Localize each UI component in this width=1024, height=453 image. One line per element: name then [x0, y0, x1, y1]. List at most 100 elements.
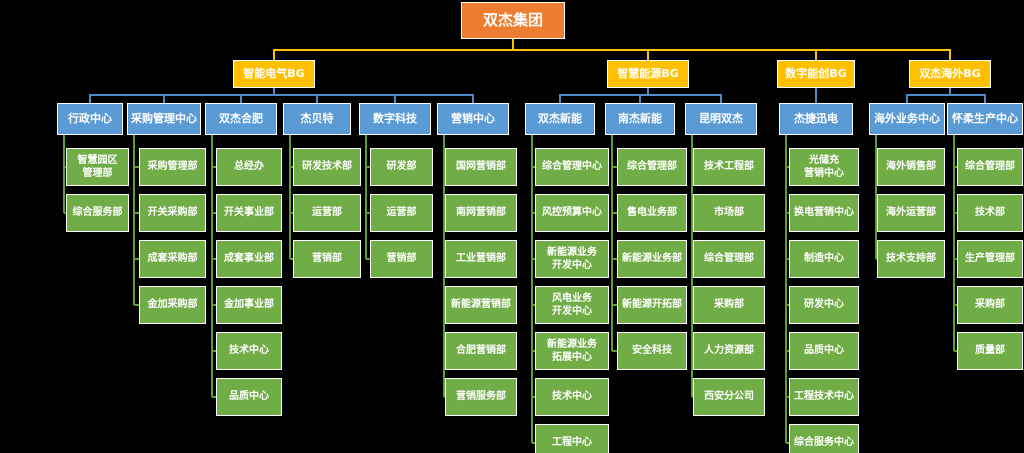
leaf-node-6-2[interactable]: 新能源业务开发中心 — [535, 240, 609, 278]
leaf-label-line2: 开发中心 — [552, 306, 592, 317]
department-node-11[interactable]: 怀柔生产中心 — [947, 103, 1023, 135]
leaf-node-11-2[interactable]: 生产管理部 — [957, 240, 1023, 278]
leaf-node-9-0[interactable]: 光储充营销中心 — [789, 148, 859, 186]
leaf-stub-2-2 — [212, 258, 216, 260]
leaf-stub-7-1 — [612, 212, 617, 214]
leaf-node-5-1[interactable]: 南网营销部 — [445, 194, 517, 232]
leaf-node-11-1[interactable]: 技术部 — [957, 194, 1023, 232]
leaf-node-7-2[interactable]: 新能源业务部 — [617, 240, 687, 278]
leaf-node-5-2[interactable]: 工业营销部 — [445, 240, 517, 278]
leaf-node-3-1[interactable]: 运营部 — [293, 194, 361, 232]
leaf-node-9-2[interactable]: 制造中心 — [789, 240, 859, 278]
leaf-spine-0 — [63, 135, 65, 213]
leaf-node-11-4[interactable]: 质量部 — [957, 332, 1023, 370]
leaf-node-5-3[interactable]: 新能源营销部 — [445, 286, 517, 324]
leaf-node-6-5[interactable]: 技术中心 — [535, 378, 609, 416]
department-node-2[interactable]: 双杰合肥 — [205, 103, 277, 135]
leaf-spine-6 — [531, 135, 533, 443]
leaf-node-1-0[interactable]: 采购管理部 — [139, 148, 206, 186]
business-group-node-2[interactable]: 数字能创BG — [777, 60, 855, 88]
leaf-spine-1 — [133, 135, 135, 305]
leaf-node-2-4[interactable]: 技术中心 — [216, 332, 282, 370]
dept-drop-connector-0-2 — [240, 94, 242, 103]
leaf-stub-6-3 — [532, 304, 535, 306]
leaf-node-4-2[interactable]: 营销部 — [370, 240, 433, 278]
leaf-stub-4-2 — [366, 258, 370, 260]
leaf-node-6-0[interactable]: 综合管理中心 — [535, 148, 609, 186]
leaf-node-1-3[interactable]: 金加采购部 — [139, 286, 206, 324]
leaf-node-8-4[interactable]: 人力资源部 — [693, 332, 765, 370]
leaf-node-2-0[interactable]: 总经办 — [216, 148, 282, 186]
leaf-spine-4 — [365, 135, 367, 259]
leaf-stub-6-0 — [532, 166, 535, 168]
bg-drop-connector-1 — [647, 49, 649, 60]
leaf-stub-9-4 — [786, 350, 789, 352]
department-node-4[interactable]: 数字科技 — [359, 103, 431, 135]
dept-horizontal-bus-3 — [907, 94, 985, 96]
leaf-spine-8 — [691, 135, 693, 397]
leaf-node-6-1[interactable]: 风控预算中心 — [535, 194, 609, 232]
leaf-node-1-1[interactable]: 开关采购部 — [139, 194, 206, 232]
leaf-node-3-0[interactable]: 研发技术部 — [293, 148, 361, 186]
department-node-6[interactable]: 双杰新能 — [525, 103, 595, 135]
leaf-node-9-5[interactable]: 工程技术中心 — [789, 378, 859, 416]
department-node-5[interactable]: 营销中心 — [437, 103, 509, 135]
leaf-node-11-3[interactable]: 采购部 — [957, 286, 1023, 324]
leaf-node-3-2[interactable]: 营销部 — [293, 240, 361, 278]
leaf-node-8-3[interactable]: 采购部 — [693, 286, 765, 324]
business-group-node-0[interactable]: 智能电气BG — [233, 60, 315, 88]
leaf-node-7-1[interactable]: 售电业务部 — [617, 194, 687, 232]
department-node-8[interactable]: 昆明双杰 — [685, 103, 757, 135]
leaf-node-0-0[interactable]: 智慧园区管理部 — [66, 148, 129, 186]
leaf-stub-7-4 — [612, 350, 617, 352]
leaf-node-9-6[interactable]: 综合服务中心 — [789, 424, 859, 453]
leaf-stub-6-6 — [532, 442, 535, 444]
root-node[interactable]: 双杰集团 — [461, 2, 565, 39]
department-node-10[interactable]: 海外业务中心 — [869, 103, 945, 135]
leaf-spine-3 — [289, 135, 291, 259]
leaf-node-4-1[interactable]: 运营部 — [370, 194, 433, 232]
leaf-node-5-5[interactable]: 营销服务部 — [445, 378, 517, 416]
leaf-node-5-4[interactable]: 合肥营销部 — [445, 332, 517, 370]
leaf-node-0-1[interactable]: 综合服务部 — [66, 194, 129, 232]
leaf-node-7-4[interactable]: 安全科技 — [617, 332, 687, 370]
leaf-spine-7 — [611, 135, 613, 351]
leaf-node-4-0[interactable]: 研发部 — [370, 148, 433, 186]
leaf-stub-4-0 — [366, 166, 370, 168]
department-node-3[interactable]: 杰贝特 — [283, 103, 351, 135]
leaf-node-6-4[interactable]: 新能源业务拓展中心 — [535, 332, 609, 370]
leaf-node-9-4[interactable]: 品质中心 — [789, 332, 859, 370]
leaf-node-2-5[interactable]: 品质中心 — [216, 378, 282, 416]
department-node-7[interactable]: 南杰新能 — [605, 103, 675, 135]
leaf-node-5-0[interactable]: 国网营销部 — [445, 148, 517, 186]
department-node-1[interactable]: 采购管理中心 — [127, 103, 201, 135]
leaf-node-1-2[interactable]: 成套采购部 — [139, 240, 206, 278]
leaf-stub-3-2 — [290, 258, 293, 260]
leaf-node-11-0[interactable]: 综合管理部 — [957, 148, 1023, 186]
dept-drop-connector-1-1 — [639, 94, 641, 103]
leaf-node-2-3[interactable]: 金加事业部 — [216, 286, 282, 324]
leaf-node-6-3[interactable]: 风电业务开发中心 — [535, 286, 609, 324]
leaf-node-9-3[interactable]: 研发中心 — [789, 286, 859, 324]
business-group-node-1[interactable]: 智慧能源BG — [607, 60, 689, 88]
leaf-stub-1-3 — [134, 304, 139, 306]
leaf-node-8-5[interactable]: 西安分公司 — [693, 378, 765, 416]
leaf-node-2-2[interactable]: 成套事业部 — [216, 240, 282, 278]
leaf-node-8-1[interactable]: 市场部 — [693, 194, 765, 232]
department-node-9[interactable]: 杰捷迅电 — [779, 103, 853, 135]
leaf-node-9-1[interactable]: 换电营销中心 — [789, 194, 859, 232]
leaf-node-6-6[interactable]: 工程中心 — [535, 424, 609, 453]
leaf-stub-2-4 — [212, 350, 216, 352]
leaf-node-7-0[interactable]: 综合管理部 — [617, 148, 687, 186]
leaf-node-8-2[interactable]: 综合管理部 — [693, 240, 765, 278]
leaf-node-10-1[interactable]: 海外运营部 — [877, 194, 945, 232]
leaf-node-10-0[interactable]: 海外销售部 — [877, 148, 945, 186]
business-group-node-3[interactable]: 双杰海外BG — [909, 60, 991, 88]
leaf-node-8-0[interactable]: 技术工程部 — [693, 148, 765, 186]
leaf-stub-1-2 — [134, 258, 139, 260]
leaf-node-7-3[interactable]: 新能源开拓部 — [617, 286, 687, 324]
department-node-0[interactable]: 行政中心 — [57, 103, 123, 135]
leaf-node-10-2[interactable]: 技术支持部 — [877, 240, 945, 278]
leaf-node-2-1[interactable]: 开关事业部 — [216, 194, 282, 232]
